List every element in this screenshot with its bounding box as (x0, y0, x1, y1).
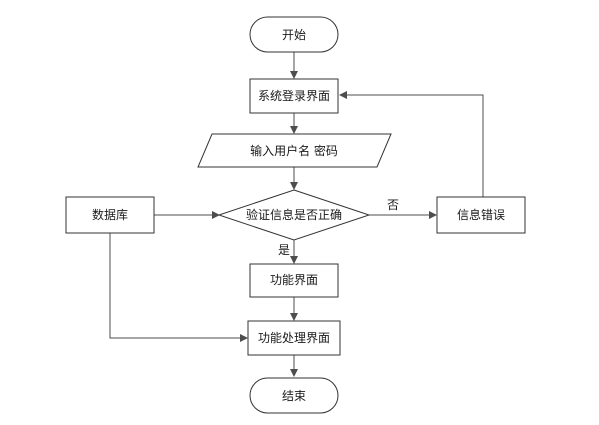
arrow-error-to-login (339, 91, 484, 197)
node-end: 结束 (249, 377, 339, 414)
input-credentials-label: 输入用户名 密码 (250, 143, 338, 158)
end-terminator-shape (249, 377, 339, 414)
start-label: 开始 (282, 28, 306, 42)
function-screen-box (249, 263, 339, 298)
info-error-box (436, 196, 526, 234)
node-start: 开始 (249, 16, 339, 53)
info-error-label: 信息错误 (457, 207, 505, 222)
node-verify: 验证信息是否正确 (217, 189, 371, 241)
edge-label-no: 否 (387, 198, 399, 212)
node-info-error: 信息错误 (436, 196, 526, 234)
login-screen-box (249, 78, 339, 114)
edge-label-yes: 是 (278, 243, 290, 257)
node-database: 数据库 (65, 196, 155, 234)
node-login-screen: 系统登录界面 (249, 78, 339, 114)
end-label: 结束 (282, 389, 306, 403)
database-box (65, 196, 155, 234)
input-credentials-parallelogram (197, 133, 392, 168)
function-processing-box (247, 320, 341, 356)
function-screen-label: 功能界面 (270, 273, 318, 287)
database-label: 数据库 (92, 207, 128, 222)
node-input-credentials: 输入用户名 密码 (197, 133, 392, 168)
function-processing-label: 功能处理界面 (258, 331, 330, 345)
login-screen-label: 系统登录界面 (258, 88, 330, 103)
node-function-processing: 功能处理界面 (247, 320, 341, 356)
start-terminator-shape (249, 16, 339, 53)
connectors (109, 52, 484, 377)
node-function-screen: 功能界面 (249, 263, 339, 298)
verify-label: 验证信息是否正确 (246, 207, 342, 222)
arrow-database-to-processing (109, 233, 248, 342)
verify-decision-diamond (217, 189, 371, 241)
